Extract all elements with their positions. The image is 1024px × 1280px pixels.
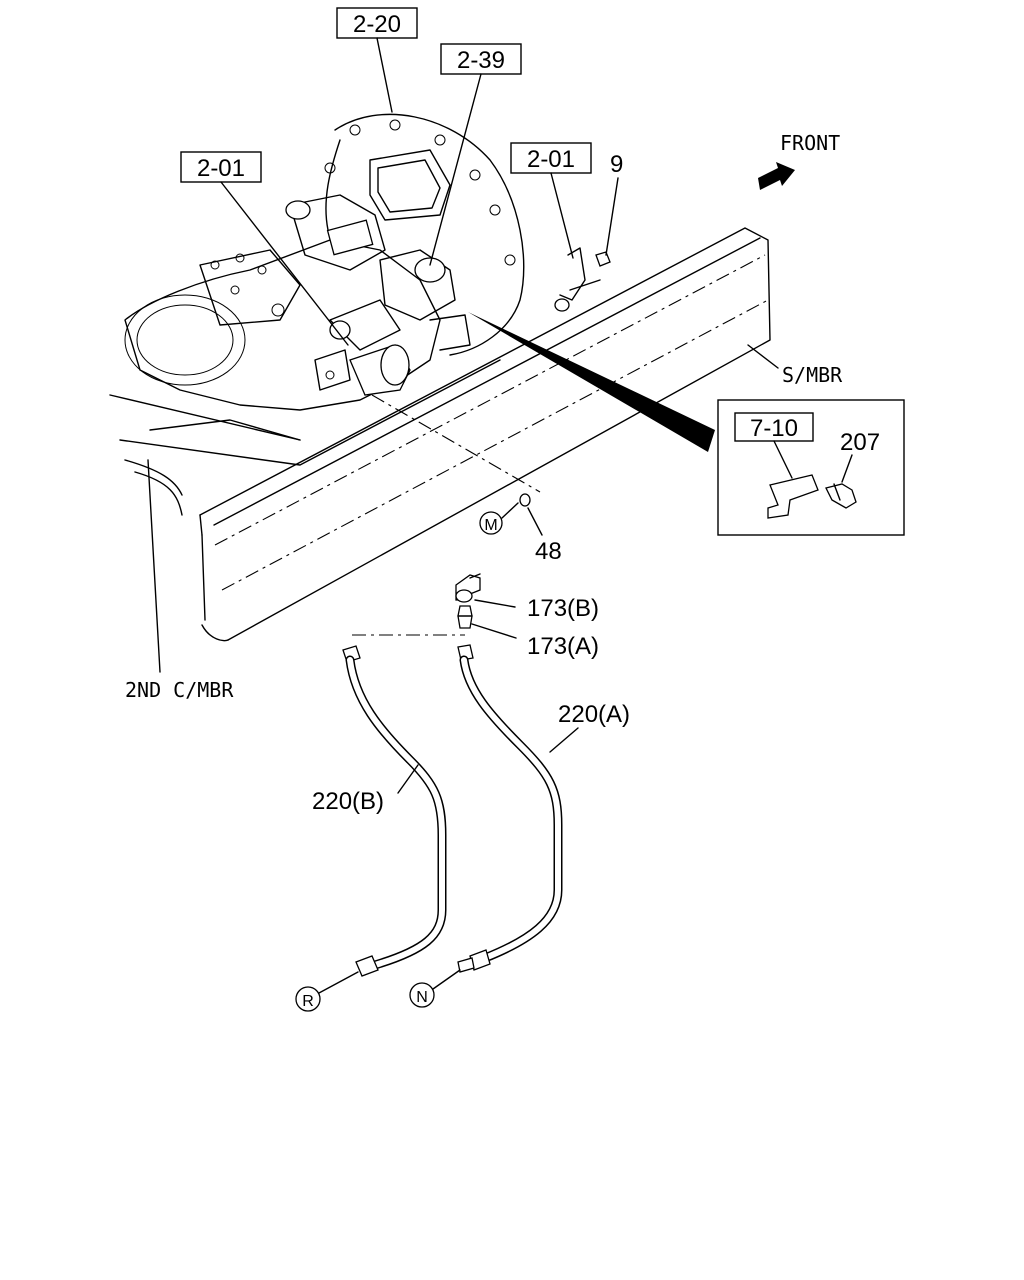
- callout-2-01-right: 2-01: [510, 142, 592, 259]
- detail-inset: 7-10 207: [717, 399, 905, 536]
- part-label-173a: 173(A): [527, 633, 599, 660]
- hose-220a: [457, 644, 563, 973]
- detail-pointer: [468, 312, 715, 452]
- part-label-220b: 220(B): [312, 788, 384, 815]
- marker-n: [409, 982, 435, 1008]
- second-cross-member-label: 2ND C/MBR: [125, 678, 234, 702]
- side-member-rail: [199, 227, 771, 642]
- svg-text:2-01: 2-01: [527, 146, 575, 173]
- svg-text:R: R: [302, 993, 314, 1010]
- marker-m: [479, 511, 503, 535]
- front-label: FRONT: [780, 131, 840, 155]
- side-member-label: S/MBR: [782, 363, 843, 387]
- part-label-207: 207: [840, 429, 880, 456]
- svg-text:2-01: 2-01: [197, 155, 245, 182]
- part-label-9: 9: [610, 151, 623, 178]
- bracket-assembly-right: [554, 247, 611, 312]
- second-cross-member: [109, 359, 501, 516]
- transmission-assembly: [124, 113, 525, 411]
- straight-fitting-173a: [457, 605, 473, 629]
- callout-2-39: 2-39: [429, 43, 522, 266]
- hose-220b: [342, 645, 447, 977]
- elbow-fitting-173b: [455, 573, 481, 603]
- svg-text:7-10: 7-10: [750, 415, 798, 442]
- svg-text:2-39: 2-39: [457, 47, 505, 74]
- marker-r: [295, 986, 321, 1012]
- part-label-220a: 220(A): [558, 701, 630, 728]
- part-label-173b: 173(B): [527, 595, 599, 622]
- svg-text:N: N: [416, 989, 428, 1006]
- svg-text:M: M: [484, 517, 497, 534]
- front-arrow-icon: [758, 162, 795, 190]
- part-label-48: 48: [535, 538, 562, 565]
- callout-2-20: 2-20: [336, 7, 418, 113]
- callout-2-01-left: 2-01: [180, 151, 349, 346]
- svg-text:2-20: 2-20: [353, 11, 401, 38]
